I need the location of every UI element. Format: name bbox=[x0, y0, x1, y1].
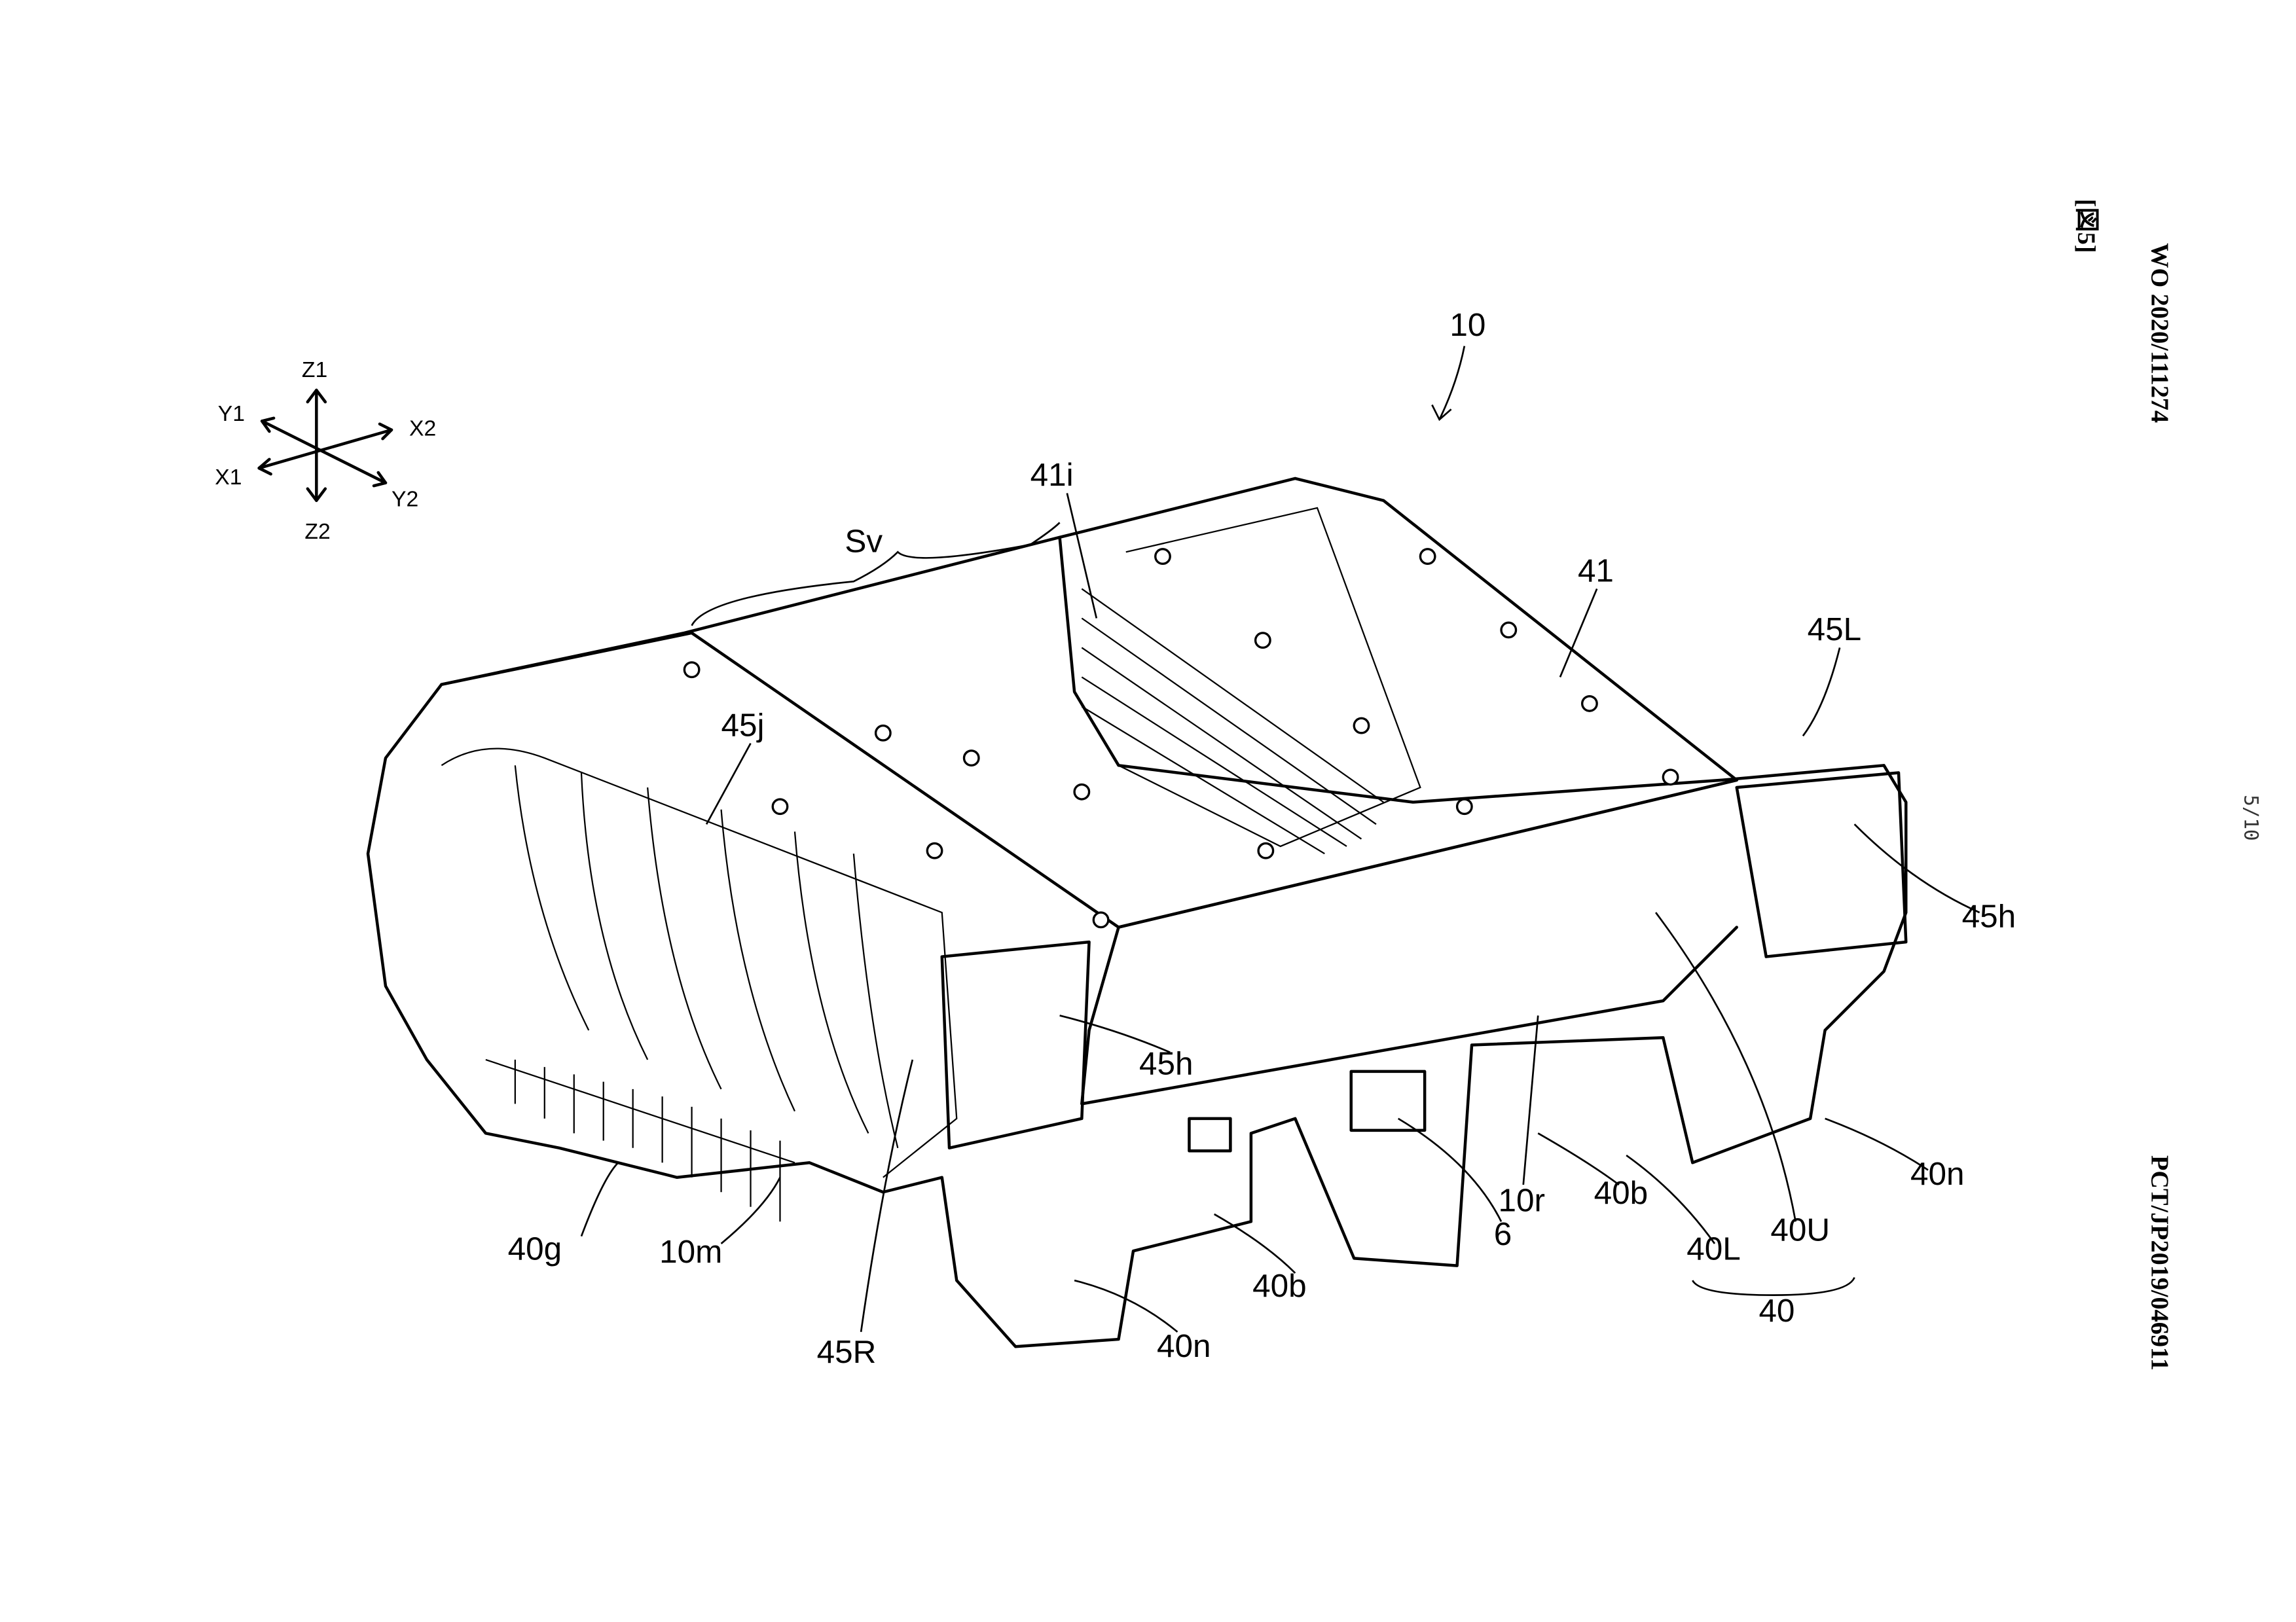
label-40g: 40g bbox=[508, 1231, 562, 1267]
label-10m: 10m bbox=[659, 1234, 722, 1270]
device-body bbox=[366, 477, 1908, 1348]
figure-label: [図5] bbox=[2072, 199, 2100, 253]
axis-x2: X2 bbox=[409, 416, 436, 441]
label-41: 41 bbox=[1578, 552, 1614, 588]
label-40U: 40U bbox=[1770, 1212, 1830, 1248]
label-40b-right: 40b bbox=[1594, 1175, 1648, 1211]
label-40L: 40L bbox=[1686, 1231, 1740, 1267]
label-sv: Sv bbox=[845, 523, 883, 559]
label-45h-left: 45h bbox=[1139, 1045, 1193, 1081]
label-45L: 45L bbox=[1808, 611, 1861, 647]
label-40: 40 bbox=[1758, 1293, 1795, 1329]
label-10: 10 bbox=[1449, 307, 1485, 343]
axis-indicator: Z1 Y1 X2 X1 Y2 Z2 bbox=[215, 357, 436, 544]
label-10r: 10r bbox=[1499, 1182, 1545, 1218]
label-45h-right: 45h bbox=[1962, 899, 2016, 935]
axis-y1: Y1 bbox=[218, 401, 245, 426]
publication-number: WO 2020/111274 bbox=[2146, 243, 2174, 423]
label-40n-left: 40n bbox=[1157, 1328, 1211, 1364]
label-45j: 45j bbox=[721, 707, 765, 743]
label-40n-right: 40n bbox=[1910, 1156, 1964, 1192]
axis-z2: Z2 bbox=[304, 519, 330, 544]
label-40b-left: 40b bbox=[1252, 1268, 1306, 1304]
label-6: 6 bbox=[1494, 1216, 1512, 1252]
application-number: PCT/JP2019/046911 bbox=[2146, 1155, 2174, 1371]
axis-x1: X1 bbox=[215, 465, 242, 490]
axis-y2: Y2 bbox=[392, 487, 418, 512]
page-number: 5/10 bbox=[2240, 795, 2262, 840]
axis-z1: Z1 bbox=[302, 357, 327, 382]
label-41i: 41i bbox=[1030, 457, 1074, 493]
leader-lines bbox=[580, 346, 1980, 1333]
label-45R: 45R bbox=[817, 1334, 877, 1370]
